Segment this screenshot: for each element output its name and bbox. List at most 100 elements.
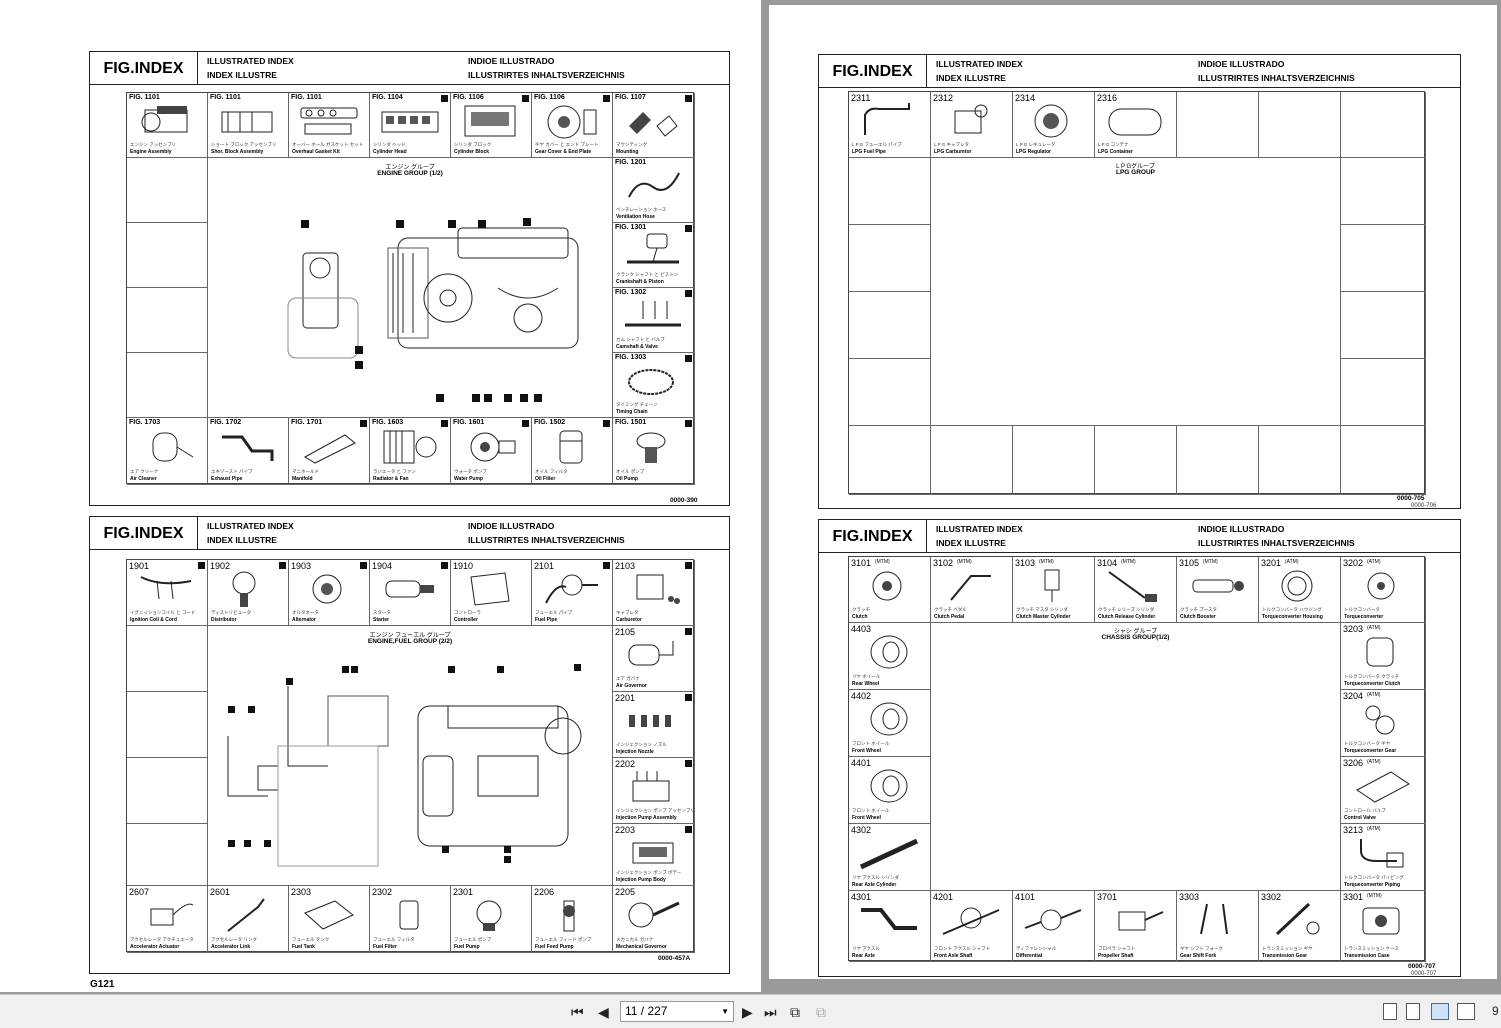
empty-cell (1177, 92, 1259, 158)
header-illustrated-index: ILLUSTRATED INDEX (207, 56, 294, 66)
continuous-view-icon[interactable] (1406, 1003, 1420, 1020)
previous-page-button[interactable]: ◀ (598, 1004, 609, 1020)
rotate-icon[interactable]: ⧉ (790, 1004, 800, 1020)
next-page-button[interactable]: ▶ (742, 1004, 753, 1020)
gasket-kit-drawing (300, 107, 358, 135)
figure-variant: (ATM) (1367, 826, 1381, 832)
clutch-booster-drawing (1192, 579, 1244, 593)
two-page-view-icon[interactable] (1431, 1003, 1449, 1020)
single-page-view-icon[interactable] (1383, 1003, 1397, 1020)
document-viewport[interactable]: FIG.INDEX ILLUSTRATED INDEX INDEX ILLUST… (0, 0, 1501, 994)
header-illustrated-index: ILLUSTRATED INDEX (207, 521, 294, 531)
first-page-button[interactable]: ⏮ (571, 1004, 584, 1020)
air-cleaner-drawing (152, 432, 194, 462)
clutch-drawing (872, 571, 902, 601)
figure-number: FIG. 1702 (210, 419, 242, 426)
clutch-pedal-drawing (950, 575, 991, 601)
last-page-button[interactable]: ⏭ (764, 1004, 777, 1020)
copy-icon[interactable]: ⧉ (816, 1004, 826, 1020)
two-page-continuous-view-icon[interactable] (1457, 1003, 1475, 1020)
page-number-select[interactable]: 11 / 227 ▼ (620, 1001, 734, 1022)
figure-label-jp: シリンダ ヘッド (373, 142, 406, 147)
figure-label-en: Oil Pump (616, 476, 638, 482)
figure-number: 2312 (933, 93, 954, 103)
figure-number: 2105 (615, 627, 636, 637)
figure-number: FIG. 1201 (615, 159, 647, 166)
header-index-illustre: INDEX ILLUSTRE (207, 70, 277, 80)
group-diagram: エンジン フューエル グループ ENGINE,FUEL GROUP (2/2) (208, 626, 613, 886)
figure-label-en: Controller (454, 617, 478, 623)
empty-cell (1341, 92, 1426, 158)
zoom-level-partial[interactable]: 9 (1492, 1004, 1499, 1018)
figure-number: 2303 (291, 887, 312, 897)
figure-label-jp: オルタネータ (292, 610, 319, 615)
figure-label-jp: タイミング チェーン (616, 402, 658, 407)
figure-label-jp: トルクコンバータ クラッチ (1344, 674, 1400, 679)
figure-number: 1902 (210, 561, 231, 571)
